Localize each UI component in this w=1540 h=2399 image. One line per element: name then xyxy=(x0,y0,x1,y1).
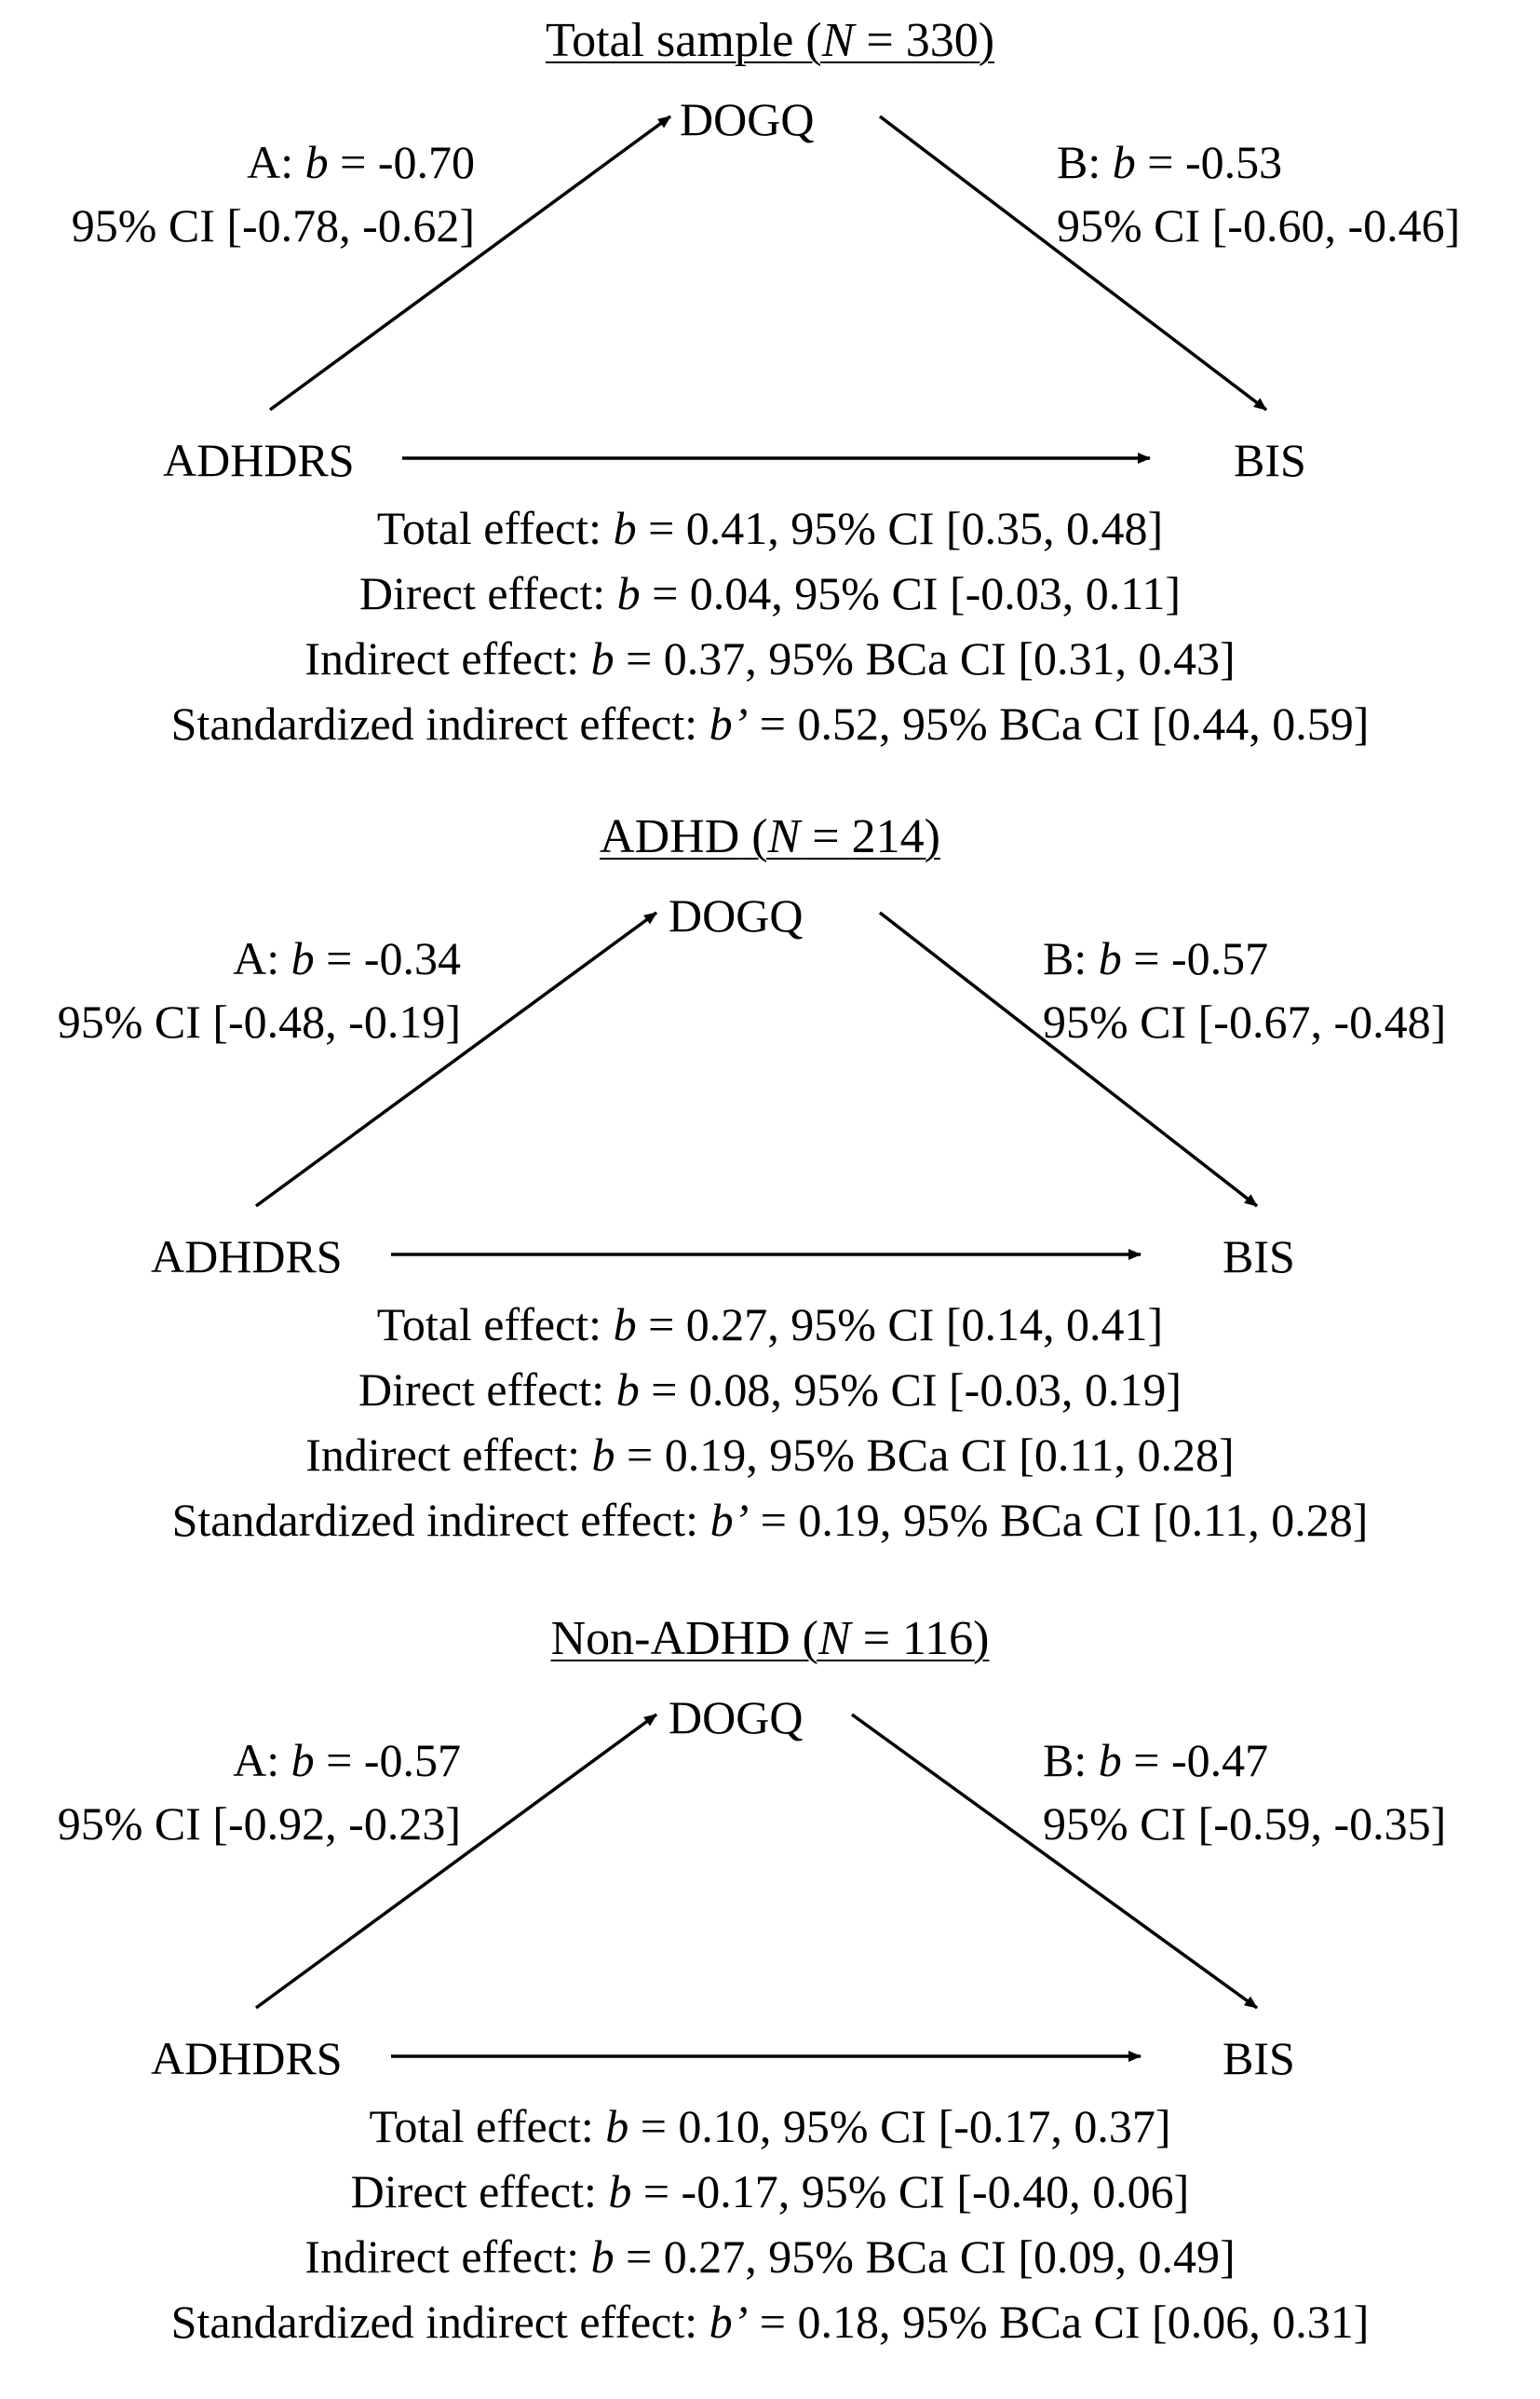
direct-effect: Direct effect: b = 0.08, 95% CI [-0.03, … xyxy=(358,1363,1182,1416)
node-mediator: DOGQ xyxy=(680,93,815,145)
total-effect: Total effect: b = 0.10, 95% CI [-0.17, 0… xyxy=(369,2100,1171,2152)
path-b-arrow xyxy=(878,911,1259,1208)
effects-summary: Total effect: b = 0.27, 95% CI [0.14, 0.… xyxy=(0,1292,1540,1552)
mediation-panel-adhd: ADHD (N = 214) DOGQ ADHDRS BIS A: b = -0… xyxy=(0,796,1540,1597)
total-effect: Total effect: b = 0.27, 95% CI [0.14, 0.… xyxy=(376,1298,1164,1350)
indirect-effect: Indirect effect: b = 0.27, 95% BCa CI [0… xyxy=(304,2230,1236,2283)
path-b-label: B: b = -0.57 95% CI [-0.67, -0.48] xyxy=(1043,932,1447,1048)
n-label: N xyxy=(818,1612,851,1665)
path-b-label: B: b = -0.53 95% CI [-0.60, -0.46] xyxy=(1057,136,1461,251)
standardized-indirect-effect: Standardized indirect effect: b’ = 0.18,… xyxy=(170,2296,1370,2348)
path-b-arrow xyxy=(850,1713,1259,2010)
standardized-indirect-effect: Standardized indirect effect: b’ = 0.52,… xyxy=(170,698,1370,750)
node-predictor: ADHDRS xyxy=(163,434,355,486)
path-a-label: A: b = -0.70 95% CI [-0.78, -0.62] xyxy=(71,136,475,251)
path-b-label: B: b = -0.47 95% CI [-0.59, -0.35] xyxy=(1043,1734,1447,1850)
mediation-panel-total: Total sample (N = 330) DOGQ ADHDRS BIS A… xyxy=(0,0,1540,801)
direct-effect: Direct effect: b = -0.17, 95% CI [-0.40,… xyxy=(350,2165,1190,2217)
title-text: Non-ADHD xyxy=(550,1612,790,1665)
indirect-effect: Indirect effect: b = 0.19, 95% BCa CI [0… xyxy=(305,1429,1235,1481)
direct-effect: Direct effect: b = 0.04, 95% CI [-0.03, … xyxy=(358,567,1182,619)
n-value: 214 xyxy=(851,810,925,863)
path-a-label: A: b = -0.57 95% CI [-0.92, -0.23] xyxy=(57,1734,461,1850)
node-outcome: BIS xyxy=(1234,434,1306,486)
effects-summary: Total effect: b = 0.41, 95% CI [0.35, 0.… xyxy=(0,495,1540,756)
standardized-indirect-effect: Standardized indirect effect: b’ = 0.19,… xyxy=(171,1494,1369,1546)
total-effect: Total effect: b = 0.41, 95% CI [0.35, 0.… xyxy=(376,502,1164,554)
panel-title: Total sample (N = 330) xyxy=(545,14,995,67)
node-mediator: DOGQ xyxy=(669,889,804,942)
panel-title: Non-ADHD (N = 116) xyxy=(550,1612,990,1665)
path-arrows xyxy=(268,115,1268,464)
node-outcome: BIS xyxy=(1223,2032,1295,2084)
path-arrows xyxy=(254,1713,1259,2062)
path-a-arrow xyxy=(268,115,672,412)
path-a-arrow xyxy=(254,1713,658,2010)
panel-title: ADHD (N = 214) xyxy=(600,810,940,863)
path-a-arrow xyxy=(254,911,658,1208)
n-label: N xyxy=(767,810,801,863)
effects-summary: Total effect: b = 0.10, 95% CI [-0.17, 0… xyxy=(0,2094,1540,2354)
path-b-arrow xyxy=(878,115,1268,412)
node-outcome: BIS xyxy=(1223,1230,1295,1282)
node-mediator: DOGQ xyxy=(669,1691,804,1743)
path-a-label: A: b = -0.34 95% CI [-0.48, -0.19] xyxy=(57,932,461,1048)
mediation-panel-non-adhd: Non-ADHD (N = 116) DOGQ ADHDRS BIS A: b … xyxy=(0,1598,1540,2399)
indirect-effect: Indirect effect: b = 0.37, 95% BCa CI [0… xyxy=(304,632,1236,684)
node-predictor: ADHDRS xyxy=(151,1230,343,1282)
n-value: 330 xyxy=(905,14,979,67)
n-value: 116 xyxy=(902,1612,974,1665)
node-predictor: ADHDRS xyxy=(151,2032,343,2084)
title-text: ADHD xyxy=(600,810,740,863)
n-label: N xyxy=(821,14,855,67)
title-text: Total sample xyxy=(545,14,794,67)
path-arrows xyxy=(254,911,1259,1260)
